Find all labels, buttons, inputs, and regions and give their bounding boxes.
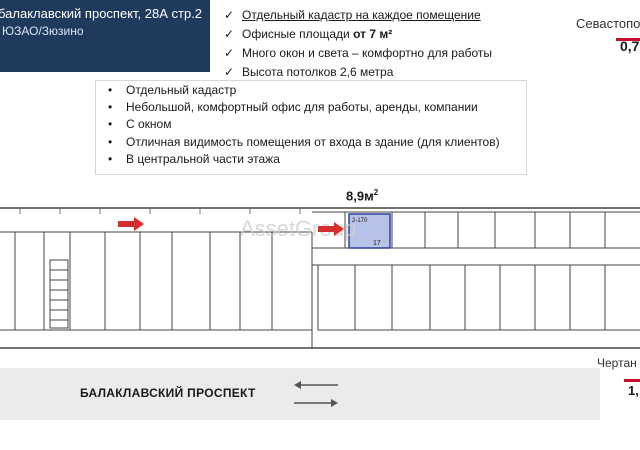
feature-item: ✓ Высота потолков 2,6 метра	[222, 63, 492, 82]
bullet-icon: •	[108, 134, 113, 149]
detail-text: Отличная видимость помещения от входа в …	[126, 134, 500, 149]
feature-text: Офисные площади	[242, 27, 354, 41]
detail-text: Небольшой, комфортный офис для работы, а…	[126, 100, 478, 115]
office-area-label: 8,9м2	[346, 188, 378, 203]
detail-text: С окном	[126, 117, 172, 132]
feature-text: Отдельный кадастр на каждое помещение	[242, 8, 481, 22]
arrow-right-icon	[118, 217, 144, 231]
detail-text: В центральной части этажа	[126, 151, 280, 166]
arrow-right-icon	[318, 222, 344, 236]
street-band	[0, 368, 600, 420]
details-list: • Отдельный кадастр • Небольшой, комфортны…	[106, 82, 500, 168]
traffic-arrows	[294, 381, 338, 407]
feature-item: ✓ Отдельный кадастр на каждое помещение	[222, 6, 492, 25]
arrow-right-icon	[331, 399, 338, 407]
street-name: БАЛАКЛАВСКИЙ ПРОСПЕКТ	[80, 386, 256, 400]
details-box	[95, 80, 527, 175]
metro-line-marker	[616, 38, 640, 41]
floor-plan: 2-170 17 AssetGroup	[0, 207, 640, 349]
detail-item: • С окном	[106, 116, 500, 133]
area-value: 8,9м	[346, 188, 374, 204]
check-icon: ✓	[224, 46, 235, 60]
detail-item: • В центральной части этажа	[106, 151, 500, 168]
check-icon: ✓	[224, 65, 235, 79]
bullet-icon: •	[108, 117, 113, 132]
bullet-icon: •	[108, 83, 113, 97]
detail-text: Отдельный кадастр	[126, 83, 237, 97]
area-unit-sup: 2	[373, 188, 379, 197]
listing-title: балаклавский проспект, 28А стр.2	[0, 6, 203, 21]
feature-item: ✓ Много окон и света – комфортно для рабо…	[222, 44, 492, 63]
metro-distance: 1,	[628, 383, 639, 398]
metro-line-marker	[624, 379, 640, 382]
room-number: 17	[373, 240, 381, 247]
checked-features-list: ✓ Отдельный кадастр на каждое помещение ✓…	[222, 6, 492, 82]
bullet-icon: •	[108, 151, 113, 166]
feature-item: ✓ Офисные площади от 7 м²	[222, 25, 492, 44]
highlighted-office	[348, 213, 391, 249]
metro-distance: 0,7	[620, 38, 640, 54]
room-code: 2-170	[352, 218, 368, 224]
bullet-icon: •	[108, 100, 113, 115]
check-icon: ✓	[224, 8, 235, 22]
detail-item: • Отдельный кадастр	[106, 82, 500, 99]
detail-item: • Небольшой, комфортный офис для работы, …	[106, 99, 500, 116]
feature-bold-text: от 7 м²	[353, 27, 393, 41]
metro-station-name: Чертан	[597, 356, 637, 370]
metro-station-name: Севастопол	[576, 16, 640, 31]
header-band	[0, 0, 210, 72]
feature-text: Много окон и света – комфортно для работ…	[242, 46, 493, 60]
arrow-left-icon	[294, 381, 301, 389]
feature-text: Высота потолков 2,6 метра	[242, 65, 394, 79]
district-label: ЮЗАО/Зюзино	[2, 24, 84, 38]
detail-item: • Отличная видимость помещения от входа в…	[106, 134, 500, 151]
check-icon: ✓	[224, 27, 235, 41]
entrance-arrows	[118, 217, 344, 236]
